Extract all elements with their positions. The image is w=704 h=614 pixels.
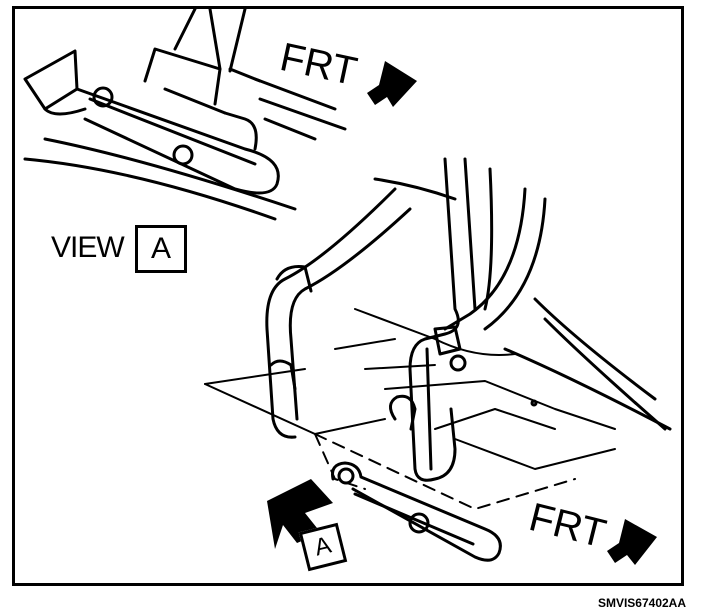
- diagram-frame: VIEW A FRT FRT A: [12, 6, 684, 586]
- floor-outline: [204, 308, 616, 510]
- front-arrow-top-icon: [367, 61, 417, 107]
- figure-code: SMVIS67402AA: [597, 596, 686, 610]
- anchor-plate: [331, 461, 502, 562]
- view-label: VIEW: [51, 231, 125, 264]
- view-a-detail: [23, 9, 347, 221]
- seat-belt-anchor-illustration: [23, 9, 672, 565]
- seat-belt-assembly: [265, 157, 672, 482]
- view-ref-box: A: [135, 225, 187, 273]
- front-arrow-bottom-icon: [607, 519, 657, 565]
